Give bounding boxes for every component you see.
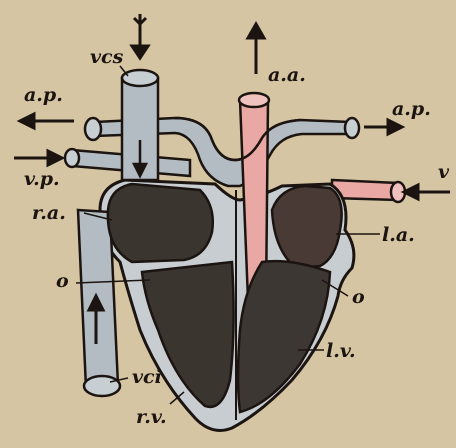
label-ap-right: a.p. <box>392 100 431 119</box>
label-vp-right: v <box>438 163 449 182</box>
label-ra: r.a. <box>32 204 66 223</box>
label-ap-left: a.p. <box>24 86 63 105</box>
label-o-left: o <box>56 272 69 291</box>
label-la: l.a. <box>382 226 415 245</box>
label-rv: r.v. <box>136 408 167 427</box>
label-o-right: o <box>352 288 365 307</box>
label-aa: a.a. <box>268 66 306 85</box>
label-vci: vci <box>132 368 162 387</box>
label-vcs: vcs <box>90 48 123 67</box>
right-atrium-chamber <box>108 184 213 262</box>
label-lv: l.v. <box>326 342 356 361</box>
label-vp-left: v.p. <box>24 170 60 189</box>
